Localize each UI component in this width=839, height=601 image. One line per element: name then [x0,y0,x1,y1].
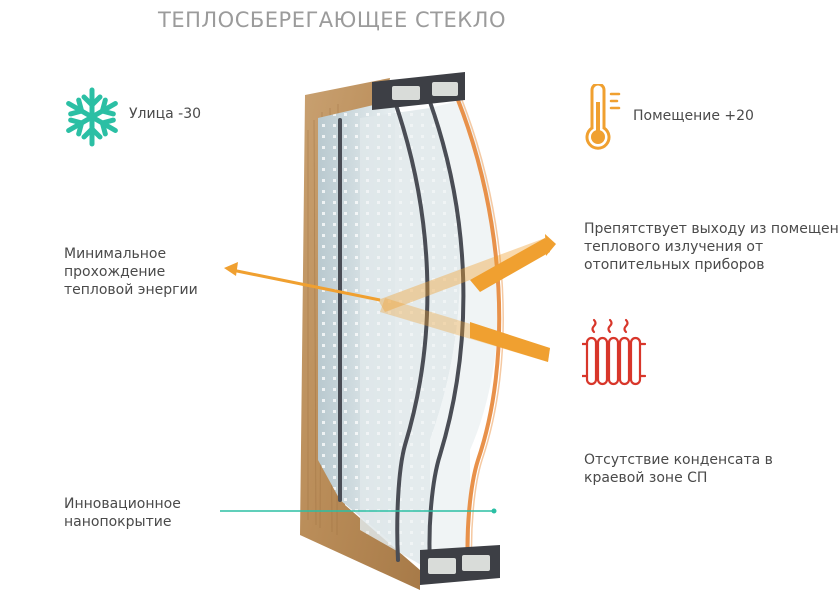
street-temperature-label: Улица -30 [129,106,202,122]
inner-glass-area [430,100,500,575]
reflected-heat-beams [378,234,556,362]
minimal-heat-label: Минимальное прохождение тепловой энергии [64,245,198,299]
glass-pane-line-2 [393,100,430,562]
coated-pane-line [456,98,502,572]
prevents-line-2: теплового излучения от [584,239,764,255]
no-condensate-label: Отсутствие конденсата в краевой зоне СП [584,451,773,487]
thermometer-icon [585,84,621,150]
prevents-line-3: отопительных приборов [584,257,765,273]
minimal-heat-line-2: прохождение [64,264,166,280]
radiator-icon [582,318,646,386]
bottom-spacers [420,545,500,585]
no-condensate-line-2: краевой зоне СП [584,470,708,486]
nanocoating-line-2: нанопокрытие [64,514,172,530]
prevents-radiation-label: Препятствует выходу из помещения теплово… [584,220,839,274]
prevents-line-1: Препятствует выходу из помещения [584,221,839,237]
nanocoating-line-1: Инновационное [64,496,181,512]
nanocoating-label: Инновационное нанопокрытие [64,495,181,531]
outgoing-heat-arrow [224,262,381,302]
minimal-heat-line-3: тепловой энергии [64,282,198,298]
snowflake-icon [66,87,118,147]
no-condensate-line-1: Отсутствие конденсата в [584,452,773,468]
room-temperature-label: Помещение +20 [633,108,754,124]
nanocoat-pointer [220,508,497,514]
top-spacers [372,72,465,110]
page-title: ТЕПЛОСБЕРЕГАЮЩЕЕ СТЕКЛО [158,8,506,32]
minimal-heat-line-1: Минимальное [64,246,167,262]
